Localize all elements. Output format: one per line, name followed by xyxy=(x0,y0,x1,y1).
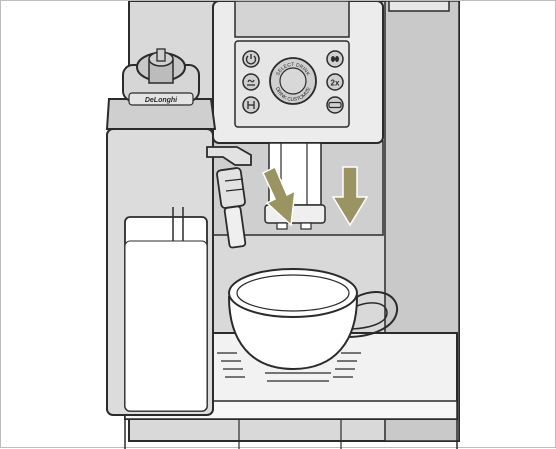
brand-logo: DeLonghi xyxy=(145,97,178,104)
cup-inner xyxy=(237,275,349,311)
double-cup-label: 2x xyxy=(331,79,340,88)
steam-button[interactable] xyxy=(243,74,259,90)
select-drink-knob-inner xyxy=(280,68,306,94)
top-right-slot xyxy=(389,1,449,11)
milk-level xyxy=(125,241,207,411)
coffee-nozzle-right xyxy=(301,223,311,229)
coffee-nozzle-left xyxy=(277,223,287,229)
display-screen xyxy=(235,1,349,37)
froth-spout-tube xyxy=(216,168,245,209)
lid-knob-grip xyxy=(157,49,165,61)
